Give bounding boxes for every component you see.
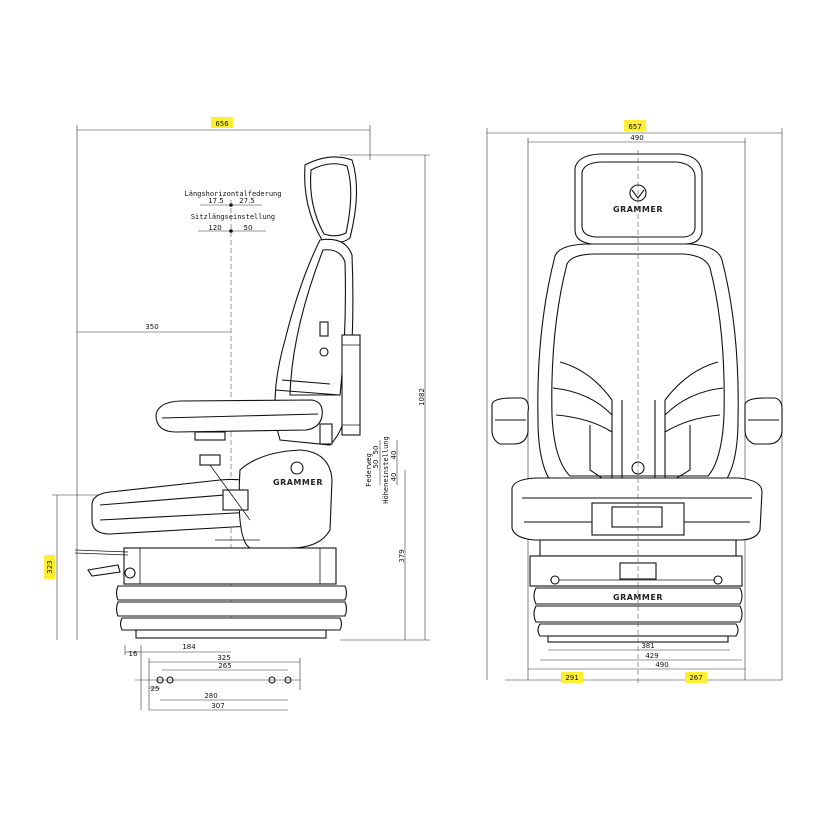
dim-highlight-267 [685, 672, 707, 683]
dim-429: 429 [645, 652, 658, 660]
dim-highlight-291 [561, 672, 583, 683]
side-view: 656 Längshorizontalfederung 17.5 27.5 Si… [44, 117, 430, 711]
dim-27-5: 27.5 [239, 197, 255, 205]
dim-280: 280 [204, 692, 217, 700]
dim-17-5: 17.5 [208, 197, 224, 205]
dim-highlight-323 [44, 555, 55, 579]
dim-657: 657 [628, 123, 641, 131]
bellows-1 [115, 585, 348, 601]
label-fore-aft: Sitzlängseinstellung [191, 213, 275, 221]
front-base-brand: GRAMMER [613, 593, 663, 602]
dim-350: 350 [145, 323, 158, 331]
bellows-3 [119, 617, 343, 631]
side-brand: GRAMMER [273, 478, 323, 487]
dim-381: 381 [641, 642, 654, 650]
dim-50-a: 50 [372, 446, 380, 455]
dim-323: 323 [46, 560, 54, 573]
dim-120: 120 [208, 224, 221, 232]
bellows-2 [115, 601, 348, 617]
dim-490-top: 490 [630, 134, 643, 142]
dim-184: 184 [182, 643, 196, 651]
dim-16: 16 [129, 650, 138, 658]
dim-1082: 1082 [418, 388, 426, 406]
dim-265: 265 [218, 662, 231, 670]
dim-656: 656 [215, 120, 229, 128]
dim-291: 291 [565, 674, 578, 682]
front-view: 657 490 GRAMMER [486, 120, 783, 685]
dim-40-a: 40 [390, 451, 398, 460]
dim-50-b: 50 [372, 460, 380, 469]
dim-highlight-657 [624, 120, 646, 131]
dim-50: 50 [244, 224, 253, 232]
front-armrest-left [491, 397, 529, 445]
backrest-spring-box [341, 334, 361, 436]
dim-267: 267 [689, 674, 702, 682]
label-horizontal-suspension: Längshorizontalfederung [185, 190, 282, 198]
backrest [274, 238, 354, 446]
dim-379: 379 [398, 549, 406, 562]
suspension-base [123, 547, 337, 585]
dim-40-b: 40 [390, 473, 398, 482]
front-bellows-1 [533, 587, 743, 605]
label-suspension-travel: Federweg [365, 453, 373, 487]
dim-490-bottom: 490 [655, 661, 668, 669]
dim-325: 325 [217, 654, 230, 662]
label-height-adjust: Höheneinstellung [382, 436, 390, 503]
dim-highlight-656 [211, 117, 233, 128]
dim-307: 307 [211, 702, 224, 710]
dim-25: 25 [151, 685, 160, 693]
front-armrest-right [744, 397, 783, 445]
seat-mechanism [238, 449, 333, 549]
